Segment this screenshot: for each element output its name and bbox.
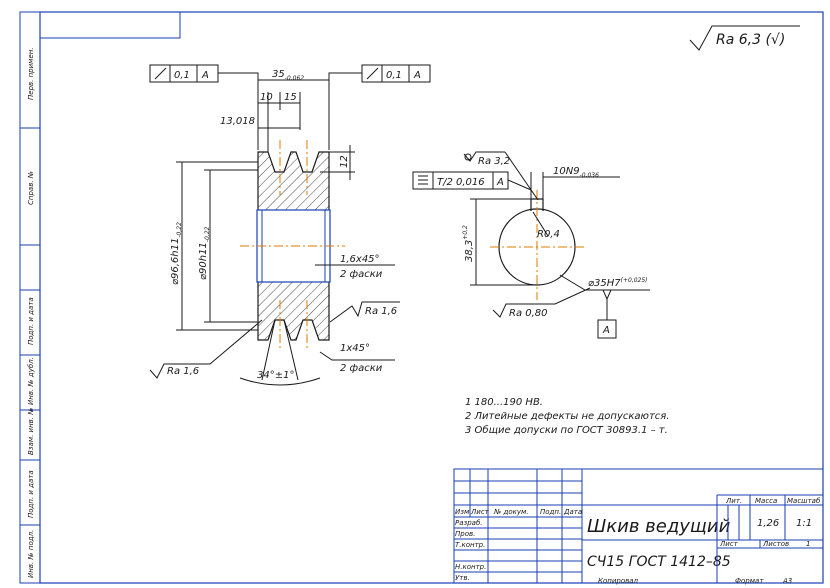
svg-text:A: A [201,70,209,81]
svg-text:Изм: Изм [455,508,470,516]
left-margin-strip: Перв. примен. Справ. № Подп. и дата Инв.… [19,11,41,584]
svg-text:Лист: Лист [719,540,739,548]
svg-text:A: A [496,177,504,188]
chamfer-2-label: 1x45° [340,343,370,354]
dim-13018: 13,018 [220,116,255,127]
svg-text:Пров.: Пров. [455,530,475,538]
note-3: 3 Общие допуски по ГОСТ 30893.1 – т. [465,424,668,436]
title-block: Изм Лист № докум. Подп. Дата Разраб. Про… [453,468,824,584]
svg-text:№ докум.: № докум. [493,508,529,516]
svg-text:T/2 0,016: T/2 0,016 [437,177,485,188]
dim-dia-outer: ⌀96,6h11-0,22 [170,222,183,285]
dim-12: 12 [339,155,350,168]
roughness-groove: Ra 1,6 [365,306,397,317]
general-roughness-text: Ra 6,3 (√) [716,32,785,48]
copied-by-label: Копировал [598,577,639,585]
roughness-left: Ra 1,6 [167,366,199,377]
technical-notes: 1 180...190 HB. 2 Литейные дефекты не до… [465,397,669,436]
scale-value: 1:1 [796,518,812,529]
svg-text:Масса: Масса [755,497,777,505]
margin-label-repl-inv: Взам. инв. № [27,407,35,455]
svg-text:A: A [413,70,421,81]
note-1: 1 180...190 HB. [465,397,543,408]
chamfer-1-label: 1,6x45° [340,254,380,265]
svg-text:Лист: Лист [470,508,490,516]
svg-text:Т.контр.: Т.контр. [455,541,485,549]
parallelism-frame-right: 0,1 A [328,64,431,150]
svg-text:1: 1 [806,540,810,548]
margin-label-orig-inv: Инв. № подл. [27,530,35,578]
svg-text:Масштаб: Масштаб [787,497,821,505]
chamfer-2-note: 2 фаски [340,363,383,374]
svg-text:0,1: 0,1 [386,70,402,81]
mass-value: 1,26 [757,518,779,529]
format-value: А3 [782,577,792,585]
margin-label-sign-date-2: Подп. и дата [27,470,35,518]
svg-text:Разраб.: Разраб. [455,519,483,527]
groove-angle: 34°±1° [257,370,294,381]
symmetry-frame: T/2 0,016 A [412,171,532,191]
margin-label-dup-inv: Инв. № дубл. [27,357,35,405]
svg-text:0,1: 0,1 [174,70,190,81]
dim-dia-pitch: ⌀90h11-0,22 [198,226,211,280]
svg-text:Утв.: Утв. [455,574,470,582]
sheet-frame [39,11,824,584]
svg-text:Листов: Листов [762,540,789,548]
bore-diameter: ⌀35H7(+0,025) [588,277,648,289]
roughness-bore: Ra 0,80 [509,308,548,319]
general-roughness-symbol: Ra 6,3 (√) [689,25,800,51]
top-left-stamp [39,11,181,39]
part-title: Шкив ведущий [587,516,731,537]
dim-10: 10 [260,92,273,103]
dim-15: 15 [284,92,297,103]
svg-text:Дата: Дата [563,508,582,516]
note-2: 2 Литейные дефекты не допускаются. [465,411,669,422]
margin-label-first-use: Перв. примен. [27,47,35,100]
part-material: СЧ15 ГОСТ 1412–85 [587,554,731,570]
parallelism-frame-left: 0,1 A [149,64,259,150]
margin-label-ref-no: Справ. № [27,171,35,205]
hub-view: Ra 3,2 T/2 0,016 A 10N9-0,036 R0,4 38,3+… [412,151,650,339]
svg-text:Н.контр.: Н.контр. [455,563,486,571]
pulley-section-view: 0,1 A 0,1 A 35-0,062 10 15 13,018 12 [149,64,431,386]
keyway-depth: 38,3+0,2 [462,225,475,262]
dim-width: 35-0,062 [272,69,304,82]
format-label: Формат [735,577,764,585]
svg-text:Лит.: Лит. [725,497,742,505]
roughness-keyway: Ra 3,2 [478,156,510,167]
fillet-radius: R0,4 [537,229,560,240]
keyway-width: 10N9-0,036 [553,166,599,179]
datum-label: A [602,325,610,336]
chamfer-1-note: 2 фаски [340,269,383,280]
svg-text:Подп.: Подп. [540,508,561,516]
margin-label-sign-date-1: Подп. и дата [27,297,35,345]
